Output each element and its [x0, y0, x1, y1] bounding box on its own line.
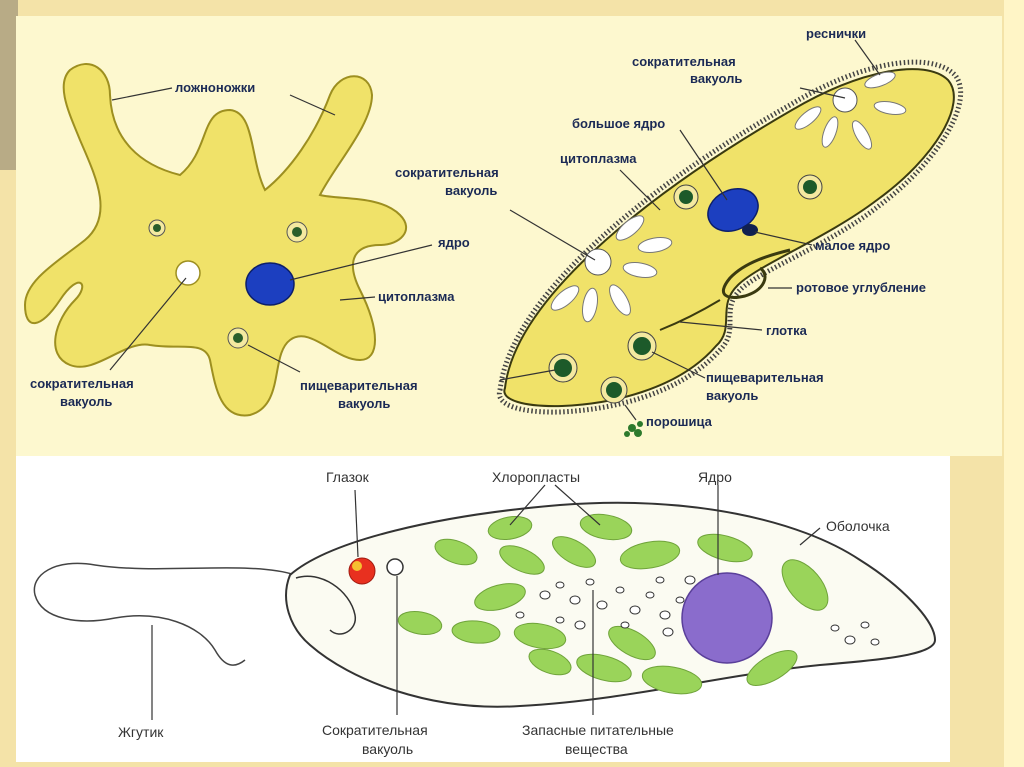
paramecium-label-contractile-mid-2: вакуоль: [445, 183, 497, 198]
euglena-label-pellicle: Оболочка: [826, 518, 890, 534]
euglena-label-chloroplasts: Хлоропласты: [492, 469, 580, 485]
euglena-label-reserve-2: вещества: [565, 741, 628, 757]
paramecium-label-contractile-top-1: сократительная: [632, 54, 736, 69]
euglena-nucleus: [682, 573, 772, 663]
amoeba-label-digestive-2: вакуоль: [338, 396, 390, 411]
paramecium-label-pharynx: глотка: [766, 323, 808, 338]
euglena-label-nucleus: Ядро: [698, 469, 732, 485]
paramecium-micronucleus: [742, 224, 758, 236]
paramecium-label-cilia: реснички: [806, 26, 866, 41]
paramecium-label-micronucleus: малое ядро: [815, 238, 890, 253]
amoeba-label-contractile-1: сократительная: [30, 376, 134, 391]
amoeba-label-cytoplasm: цитоплазма: [378, 289, 455, 304]
paramecium-label-oral-groove: ротовое углубление: [796, 280, 926, 295]
slide-decor-right: [1004, 0, 1024, 767]
amoeba-label-nucleus: ядро: [438, 235, 470, 250]
euglena-label-reserve-1: Запасные питательные: [522, 722, 674, 738]
euglena-label-contractile-1: Сократительная: [322, 722, 428, 738]
euglena-eyespot: [349, 558, 375, 584]
amoeba-label-pseudopods: ложноножки: [175, 80, 255, 95]
amoeba-label-contractile-2: вакуоль: [60, 394, 112, 409]
paramecium-label-contractile-mid-1: сократительная: [395, 165, 499, 180]
euglena-label-flagellum: Жгутик: [118, 724, 164, 740]
paramecium-label-cytoplasm: цитоплазма: [560, 151, 637, 166]
paramecium-label-macronucleus: большое ядро: [572, 116, 665, 131]
amoeba-nucleus: [246, 263, 294, 305]
amoeba-contractile-vacuole: [176, 261, 200, 285]
paramecium-label-digestive-2: вакуоль: [706, 388, 758, 403]
euglena-label-contractile-2: вакуоль: [362, 741, 413, 757]
amoeba-label-digestive-1: пищеварительная: [300, 378, 418, 393]
paramecium-label-anal-pore: порошица: [646, 414, 713, 429]
slide-decor-left-top: [0, 0, 18, 170]
paramecium-label-contractile-top-2: вакуоль: [690, 71, 742, 86]
euglena-label-eyespot: Глазок: [326, 469, 370, 485]
paramecium-label-digestive-1: пищеварительная: [706, 370, 824, 385]
euglena-contractile-vacuole: [387, 559, 403, 575]
